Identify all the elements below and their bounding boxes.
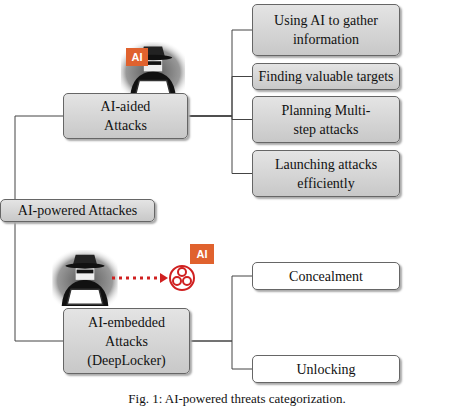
biohazard-part: [178, 268, 186, 276]
category-box: AI-embedded Attacks (DeepLocker): [63, 308, 190, 374]
box-text: Finding valuable targets: [253, 67, 399, 86]
category-box: AI-powered Attackes: [0, 199, 155, 222]
tree-connector: [188, 116, 252, 120]
dotted-arrow: [112, 277, 160, 280]
biohazard-symbol: [170, 266, 194, 290]
biohazard-part: [173, 277, 181, 285]
tree-connector: [188, 116, 252, 174]
ai-badge: [190, 244, 214, 264]
tree-connector: [15, 222, 63, 341]
leaf-box: Unlocking: [252, 355, 400, 383]
hacker-icon: [52, 250, 117, 306]
tree-connector: [188, 30, 252, 116]
category-box: AI-aided Attacks: [63, 93, 188, 139]
tree-connector: [15, 116, 63, 199]
figure-caption: Fig. 1: AI-powered threats categorizatio…: [0, 391, 474, 407]
category-box: Finding valuable targets: [252, 63, 400, 90]
box-text: AI-aided Attacks: [90, 97, 162, 135]
box-text: AI-powered Attackes: [3, 201, 153, 220]
tree-connector: [190, 276, 252, 341]
box-text: Planning Multi-step attacks: [276, 101, 376, 139]
box-text: Using AI to gather information: [267, 11, 385, 49]
biohazard-part: [183, 277, 191, 285]
box-text: Concealment: [253, 267, 399, 286]
category-box: Using AI to gather information: [252, 4, 400, 56]
box-text: Launching attacks efficiently: [270, 155, 382, 193]
category-box: Planning Multi-step attacks: [252, 96, 400, 143]
tree-connector: [190, 341, 252, 369]
ai-badge-text: AI: [126, 49, 148, 65]
hacker-icon: [121, 42, 185, 97]
tree-connector: [188, 77, 252, 117]
arrow-head: [160, 273, 168, 283]
box-text: Unlocking: [253, 360, 399, 379]
box-text: AI-embedded Attacks (DeepLocker): [83, 313, 171, 370]
category-box: Launching attacks efficiently: [252, 150, 400, 197]
ai-badge: [126, 48, 148, 66]
ai-badge-text: AI: [190, 246, 214, 262]
leaf-box: Concealment: [252, 262, 400, 290]
